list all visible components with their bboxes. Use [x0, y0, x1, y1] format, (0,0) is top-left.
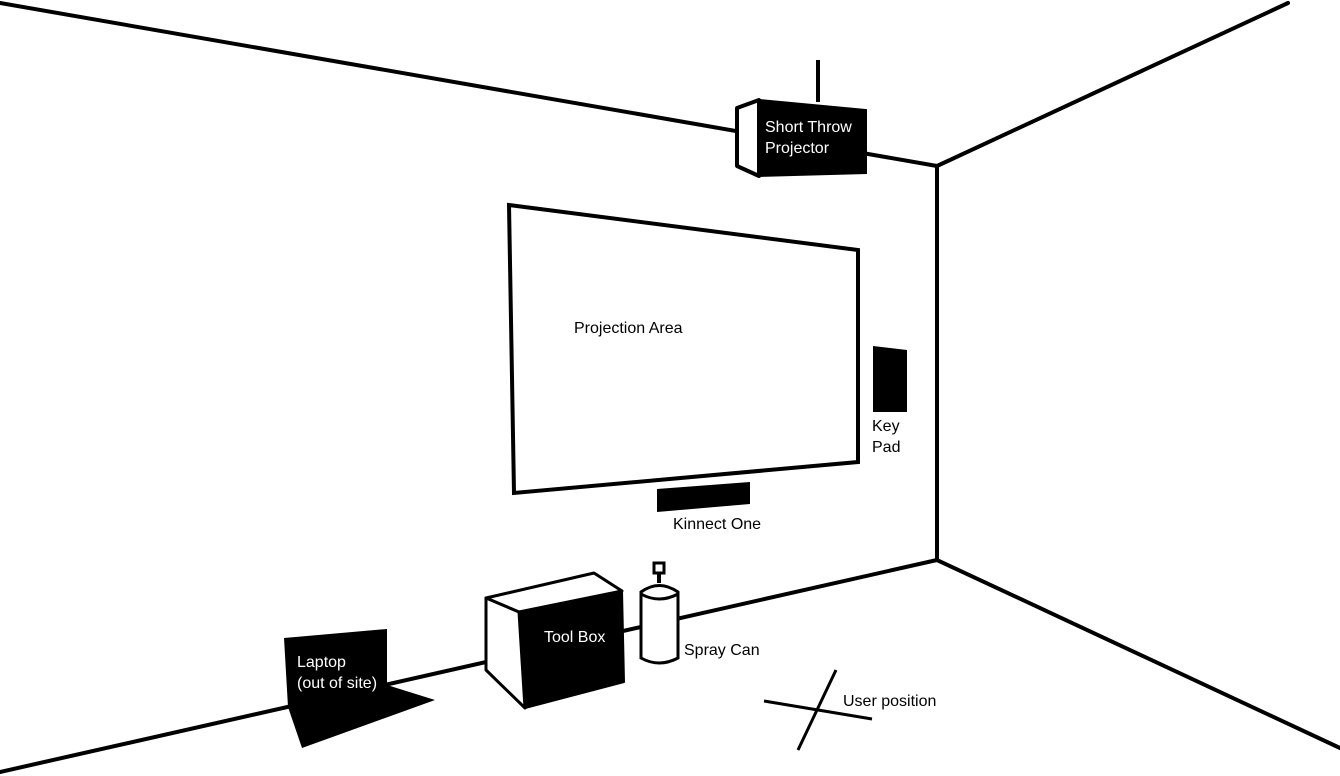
toolbox-label: Tool Box: [544, 629, 605, 646]
laptop-label-line1: Laptop: [297, 654, 346, 671]
projection-area: Projection Area: [506, 202, 860, 496]
kinect-sensor: Kinnect One: [657, 482, 761, 533]
keypad: Key Pad: [872, 346, 907, 456]
projection-area-label: Projection Area: [574, 320, 683, 337]
keypad-label-line1: Key: [872, 418, 900, 435]
laptop-base: [288, 685, 435, 748]
floor-left-edge: [0, 558, 939, 774]
user-position-cross-b: [796, 669, 838, 751]
spray-can-label: Spray Can: [684, 642, 760, 659]
projector-label-line2: Projector: [765, 140, 830, 157]
spray-can-shoulder: [640, 592, 679, 601]
keypad-label-line2: Pad: [872, 439, 900, 456]
floor-right-edge: [935, 558, 1340, 750]
ceiling-right-edge: [935, 1, 1290, 168]
laptop: Laptop (out of site): [284, 629, 435, 748]
projector-side: [735, 98, 761, 178]
projector-label-line1: Short Throw: [765, 119, 852, 136]
projector-body: [758, 98, 867, 178]
keypad-body: [873, 346, 907, 412]
spray-can-nozzle: [652, 561, 666, 575]
kinect-body: [657, 482, 750, 512]
projector: Short Throw Projector: [735, 60, 867, 178]
projection-area-frame: [506, 202, 860, 496]
kinect-label: Kinnect One: [673, 516, 761, 533]
spray-can: Spray Can: [639, 561, 760, 665]
laptop-screen: [284, 629, 387, 707]
toolbox: Tool Box: [484, 571, 625, 710]
laptop-label-line2: (out of site): [297, 675, 377, 692]
user-position-marker: User position: [763, 669, 936, 751]
user-position-label: User position: [843, 693, 936, 710]
spray-can-body: [639, 584, 680, 665]
toolbox-front: [518, 590, 625, 709]
